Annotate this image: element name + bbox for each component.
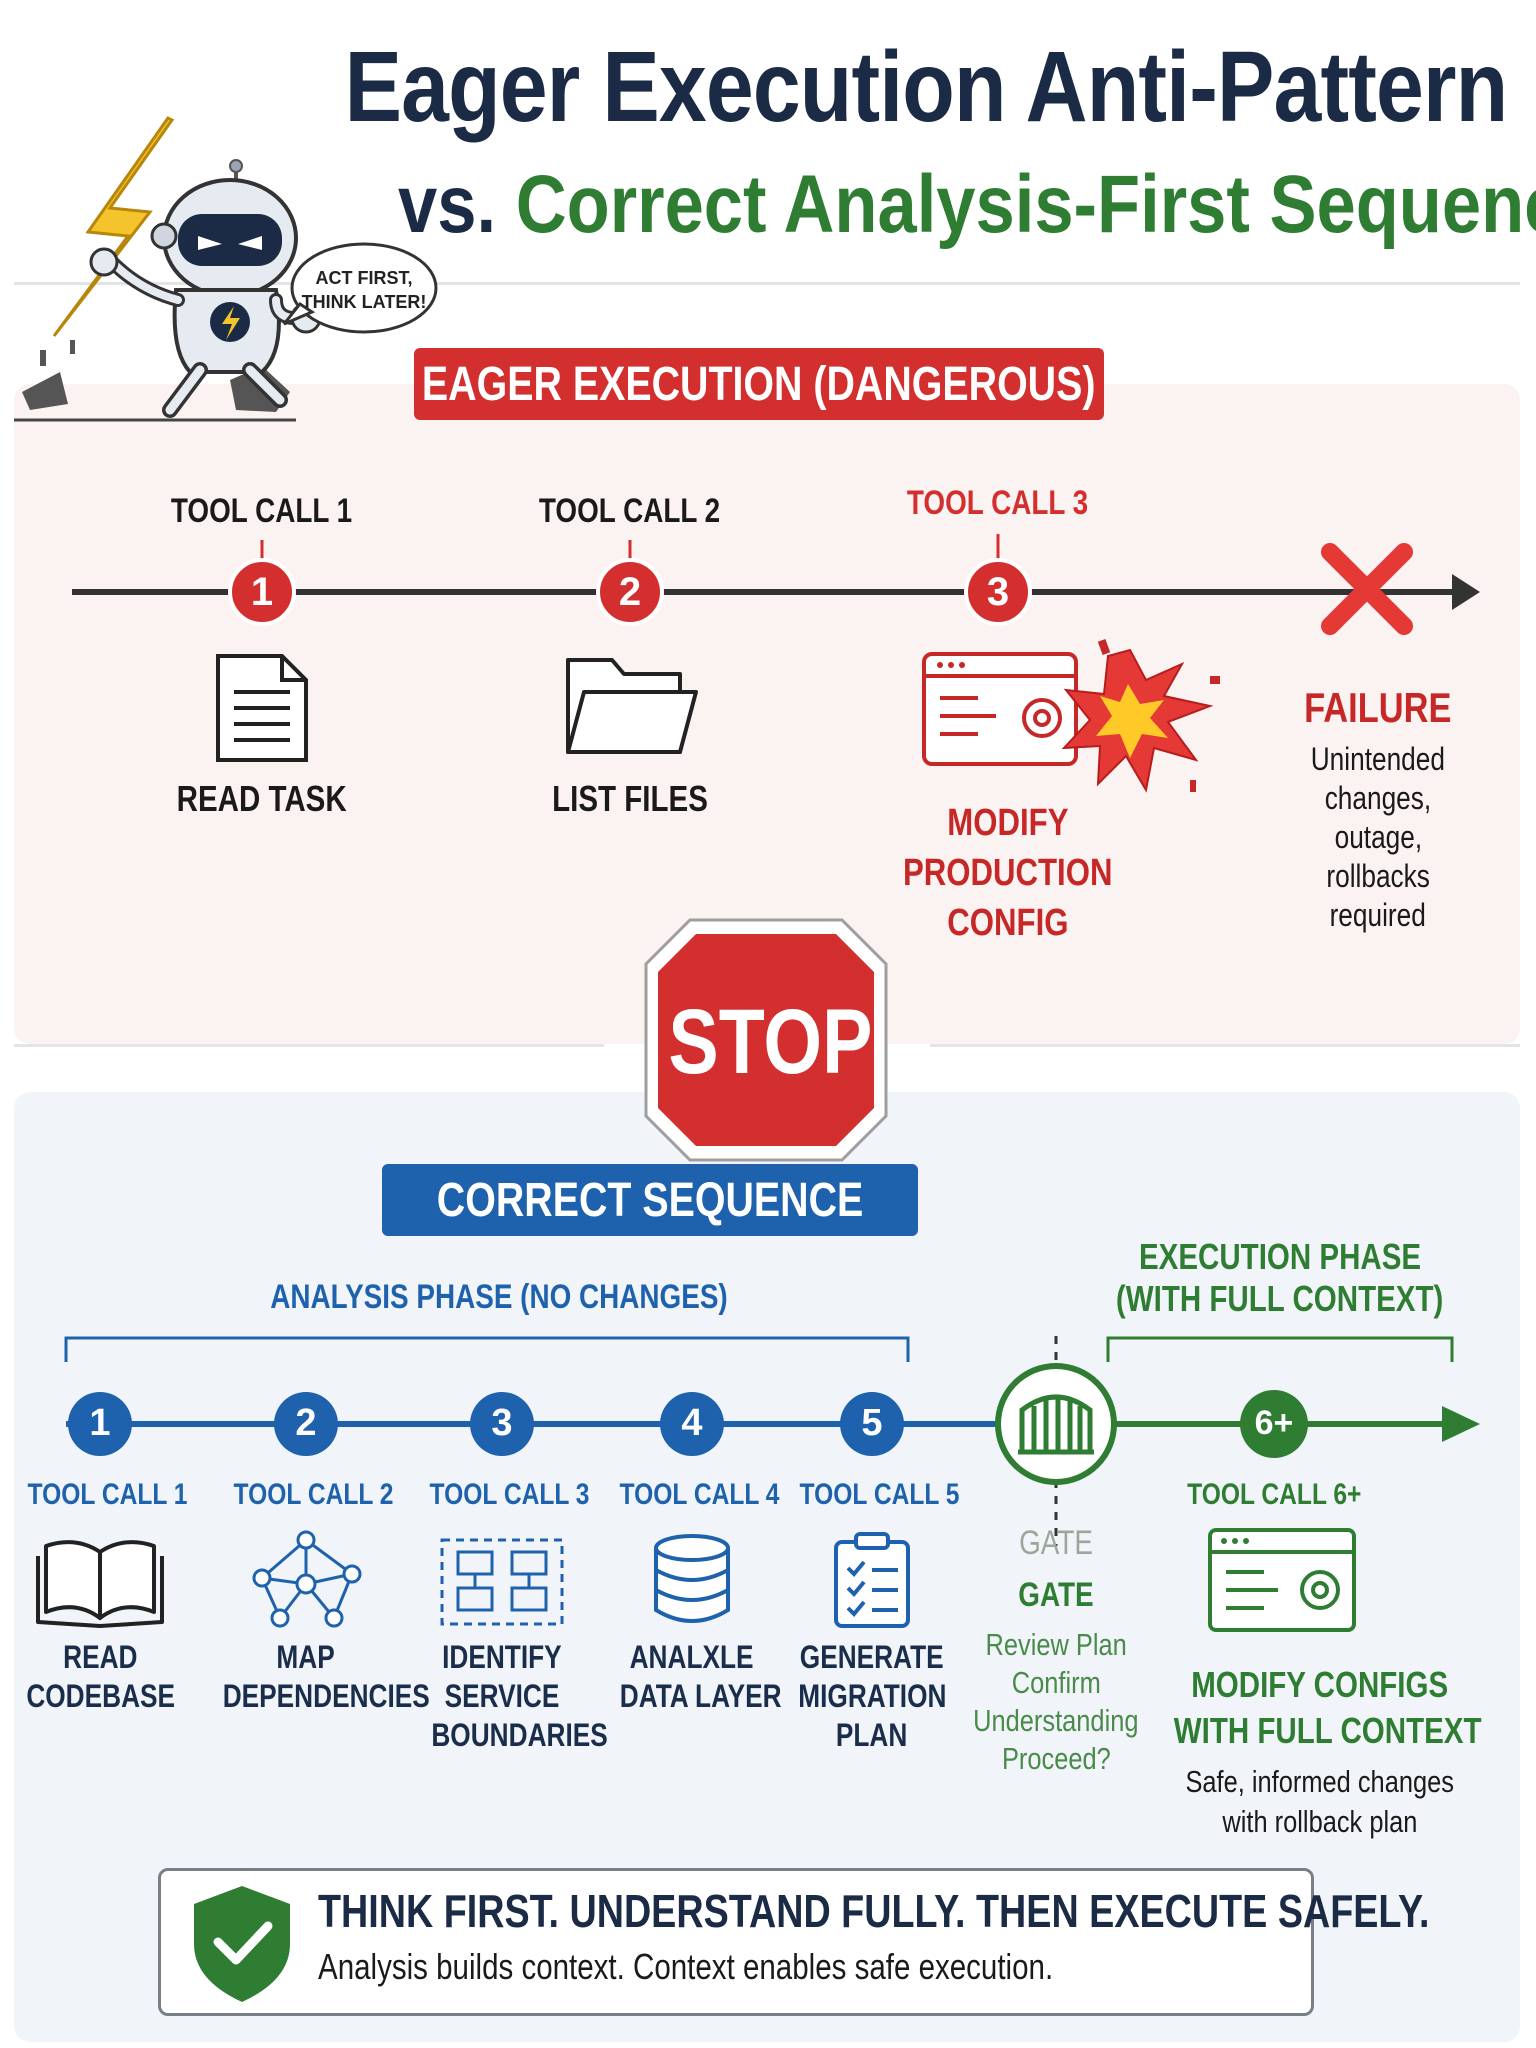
correct-tool-call-6: TOOL CALL 6+ xyxy=(1186,1478,1362,1511)
eager-node-3 xyxy=(964,558,1032,626)
correct-node-5 xyxy=(840,1392,904,1456)
gate-description: Review Plan Confirm Understanding Procee… xyxy=(973,1627,1139,1776)
eager-tool-call-1: TOOL CALL 1 xyxy=(171,492,353,530)
summary-box xyxy=(158,1868,1314,2016)
action-analyze-data-layer: ANALXLE DATA LAYER xyxy=(619,1639,782,1714)
correct-node-3 xyxy=(470,1392,534,1456)
document-icon xyxy=(216,654,308,762)
correct-tool-call-1: TOOL CALL 1 xyxy=(27,1478,188,1511)
execution-phase-label: EXECUTION PHASE (WITH FULL CONTEXT) xyxy=(1116,1236,1444,1319)
database-icon xyxy=(654,1534,730,1623)
folder-icon xyxy=(566,658,698,754)
speech-bubble xyxy=(290,242,438,334)
service-boxes-icon xyxy=(440,1538,564,1626)
execution-description: Safe, informed changes with rollback pla… xyxy=(1185,1764,1455,1839)
failure-title: FAILURE xyxy=(1304,684,1452,731)
summary-subtitle: Analysis builds context. Context enables… xyxy=(318,1946,1054,1987)
summary-title: THINK FIRST. UNDERSTAND FULLY. THEN EXEC… xyxy=(318,1885,1430,1937)
subtitle-prefix: vs. xyxy=(398,159,497,250)
stop-sign-text: STOP xyxy=(668,991,873,1093)
eager-action-read-task: READ TASK xyxy=(176,778,348,819)
correct-node-2 xyxy=(274,1392,338,1456)
section-divider-left xyxy=(14,1044,604,1047)
failure-x-icon xyxy=(1321,543,1413,635)
action-identify-service-boundaries: IDENTIFY SERVICE BOUNDARIES xyxy=(431,1639,608,1753)
config-window-icon xyxy=(1208,1528,1356,1632)
eager-node-2-number: 2 xyxy=(618,570,642,614)
correct-node-1-number: 1 xyxy=(89,1402,111,1444)
gate-icon xyxy=(995,1363,1117,1485)
correct-tool-call-4: TOOL CALL 4 xyxy=(619,1478,780,1511)
gate-label: GATE xyxy=(1018,1576,1094,1614)
action-modify-configs: MODIFY CONFIGS WITH FULL CONTEXT xyxy=(1173,1664,1482,1751)
correct-node-5-number: 5 xyxy=(861,1402,883,1444)
section-divider-right xyxy=(930,1044,1520,1047)
correct-banner: CORRECT SEQUENCE xyxy=(382,1164,918,1236)
correct-node-2-number: 2 xyxy=(295,1402,317,1444)
eager-tool-call-2: TOOL CALL 2 xyxy=(539,492,721,530)
failure-description: Unintended changes, outage, rollbacks re… xyxy=(1310,741,1446,933)
action-read-codebase: READ CODEBASE xyxy=(26,1639,176,1714)
title-divider xyxy=(14,282,1520,285)
robot-speech-text: ACT FIRST, THINK LATER! xyxy=(301,268,427,312)
correct-tool-call-3: TOOL CALL 3 xyxy=(429,1478,590,1511)
correct-node-4-number: 4 xyxy=(681,1402,703,1444)
correct-tool-call-2: TOOL CALL 2 xyxy=(233,1478,394,1511)
analysis-phase-label: ANALYSIS PHASE (NO CHANGES) xyxy=(270,1278,728,1316)
correct-tool-call-5: TOOL CALL 5 xyxy=(799,1478,960,1511)
eager-tool-call-3: TOOL CALL 3 xyxy=(907,484,1089,522)
action-generate-migration-plan: GENERATE MIGRATION PLAN xyxy=(798,1639,947,1753)
correct-node-4 xyxy=(660,1392,724,1456)
eager-banner: EAGER EXECUTION (DANGEROUS) xyxy=(414,348,1104,420)
correct-node-6 xyxy=(1240,1390,1308,1458)
eager-node-2 xyxy=(596,558,664,626)
config-window-explosion-icon xyxy=(922,639,1220,793)
eager-action-modify-config: MODIFY PRODUCTION CONFIG xyxy=(903,802,1113,944)
checklist-icon xyxy=(834,1532,910,1628)
eager-node-1-number: 1 xyxy=(250,570,274,614)
eager-node-3-number: 3 xyxy=(986,570,1010,614)
network-graph-icon xyxy=(252,1530,362,1628)
eager-action-list-files: LIST FILES xyxy=(552,778,708,819)
page-subtitle: vs. Correct Analysis-First Sequence xyxy=(300,158,1536,252)
correct-node-3-number: 3 xyxy=(491,1402,513,1444)
correct-node-6-number: 6+ xyxy=(1254,1404,1294,1442)
action-map-dependencies: MAP DEPENDENCIES xyxy=(222,1639,430,1714)
subtitle-highlight: Correct Analysis-First Sequence xyxy=(515,159,1536,250)
eager-node-1 xyxy=(228,558,296,626)
gate-label-faded: GATE xyxy=(1019,1524,1093,1562)
page-title: Eager Execution Anti-Pattern xyxy=(344,31,1508,143)
open-book-icon xyxy=(36,1540,164,1628)
correct-node-1 xyxy=(68,1392,132,1456)
